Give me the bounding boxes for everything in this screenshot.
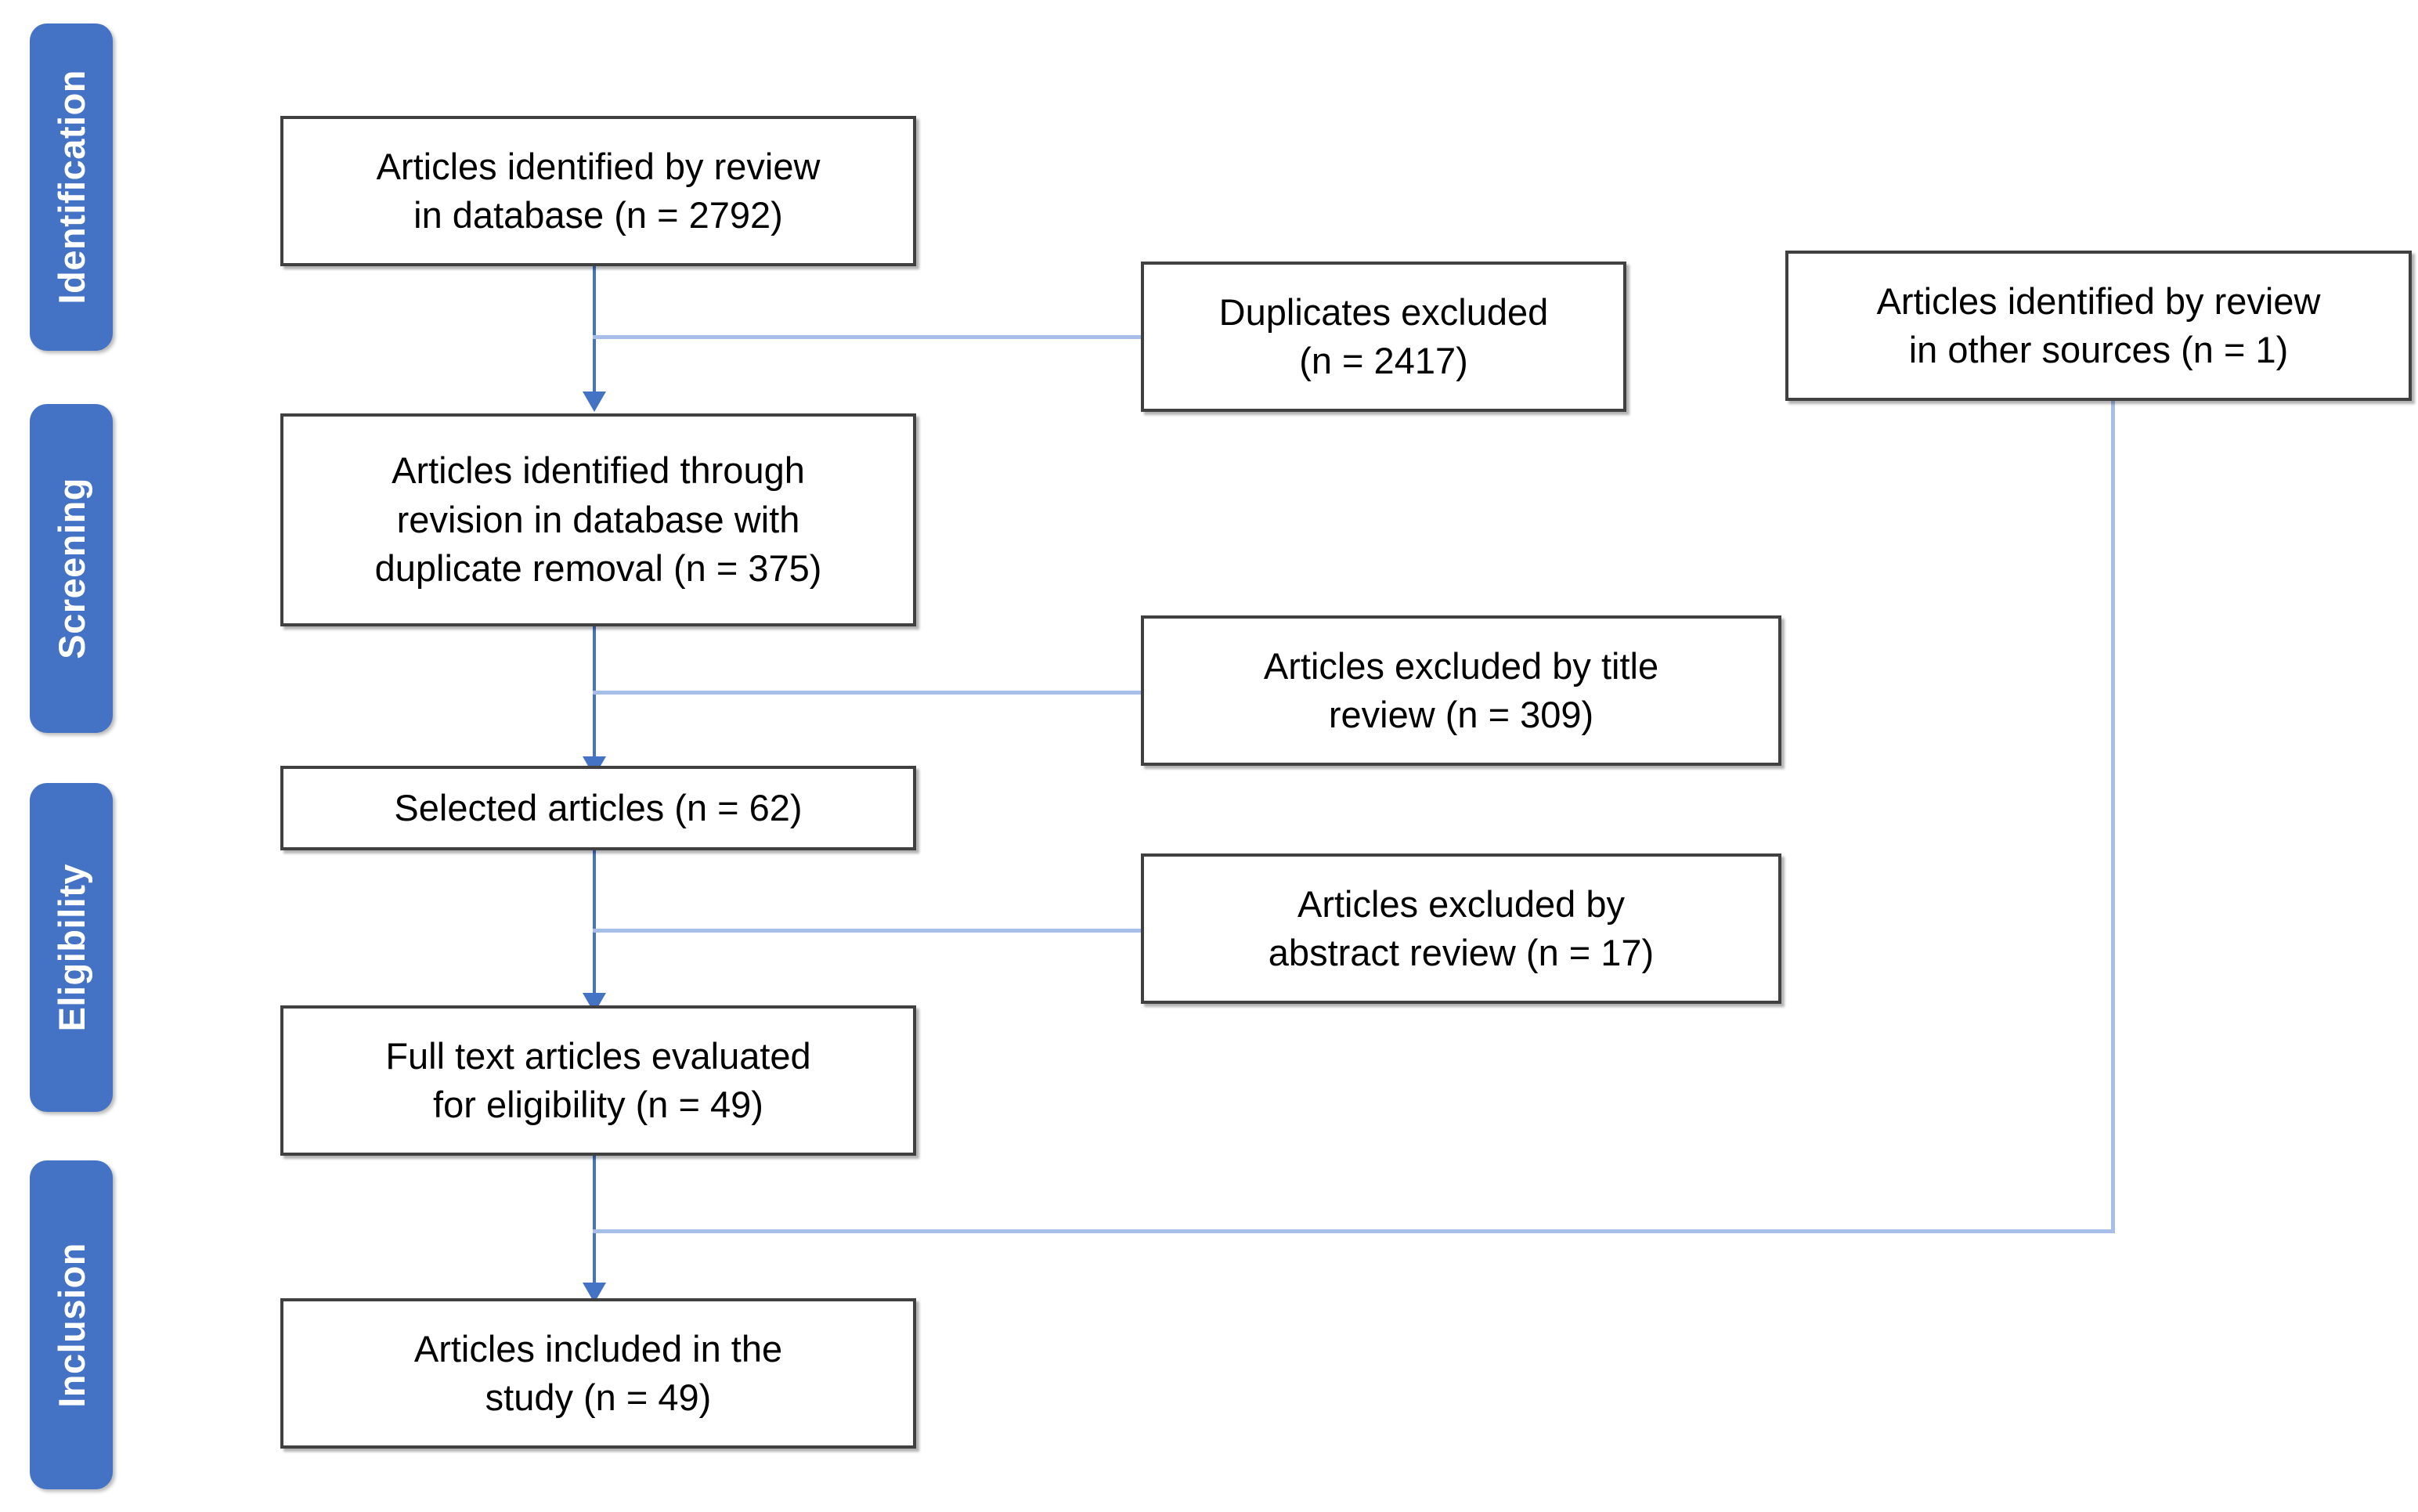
box-articles-identified-database: Articles identified by review in databas… bbox=[280, 116, 916, 266]
box-articles-identified-other-sources: Articles identified by review in other s… bbox=[1785, 251, 2412, 401]
box-full-text-articles-evaluated: Full text articles evaluated for eligibi… bbox=[280, 1005, 916, 1156]
box-selected-articles: Selected articles (n = 62) bbox=[280, 766, 916, 850]
connector-other-sources-horizontal bbox=[593, 1229, 2115, 1233]
connector-after-duplicates-to-selected bbox=[593, 626, 596, 772]
connector-branch-excluded-title bbox=[593, 691, 1141, 695]
connector-branch-duplicates-excluded bbox=[593, 335, 1141, 339]
box-text-articles-identified-database: Articles identified by review in databas… bbox=[376, 145, 821, 236]
box-text-full-text-articles-evaluated: Full text articles evaluated for eligibi… bbox=[385, 1034, 811, 1126]
connector-branch-excluded-abstract bbox=[593, 929, 1141, 933]
stage-block-identification: Identification bbox=[30, 23, 113, 351]
stage-label-screening: Screening bbox=[50, 478, 92, 659]
connector-fulltext-to-included bbox=[593, 1156, 596, 1297]
box-articles-included-in-study: Articles included in the study (n = 49) bbox=[280, 1298, 916, 1449]
box-text-articles-after-duplicate-removal: Articles identified through revision in … bbox=[374, 449, 822, 590]
arrowhead-to-after-duplicates bbox=[583, 392, 606, 412]
box-articles-excluded-by-abstract: Articles excluded by abstract review (n … bbox=[1141, 853, 1781, 1004]
box-duplicates-excluded: Duplicates excluded (n = 2417) bbox=[1141, 262, 1626, 412]
stage-block-eligibility: Eligibility bbox=[30, 783, 113, 1112]
box-text-articles-identified-other-sources: Articles identified by review in other s… bbox=[1876, 280, 2321, 371]
box-articles-after-duplicate-removal: Articles identified through revision in … bbox=[280, 413, 916, 626]
box-text-articles-excluded-by-title: Articles excluded by title review (n = 3… bbox=[1263, 644, 1659, 736]
box-text-articles-excluded-by-abstract: Articles excluded by abstract review (n … bbox=[1268, 882, 1655, 974]
box-text-duplicates-excluded: Duplicates excluded (n = 2417) bbox=[1218, 290, 1549, 382]
stage-block-inclusion: Inclusion bbox=[30, 1160, 113, 1489]
connector-identified-to-after-duplicates bbox=[593, 263, 596, 404]
stage-label-identification: Identification bbox=[50, 70, 92, 305]
box-articles-excluded-by-title: Articles excluded by title review (n = 3… bbox=[1141, 615, 1781, 766]
stage-label-inclusion: Inclusion bbox=[50, 1242, 92, 1408]
stage-block-screening: Screening bbox=[30, 404, 113, 733]
box-text-selected-articles: Selected articles (n = 62) bbox=[394, 786, 803, 828]
stage-label-eligibility: Eligibility bbox=[50, 863, 92, 1032]
box-text-articles-included-in-study: Articles included in the study (n = 49) bbox=[413, 1327, 783, 1419]
connector-other-sources-vertical bbox=[2111, 401, 2115, 1232]
